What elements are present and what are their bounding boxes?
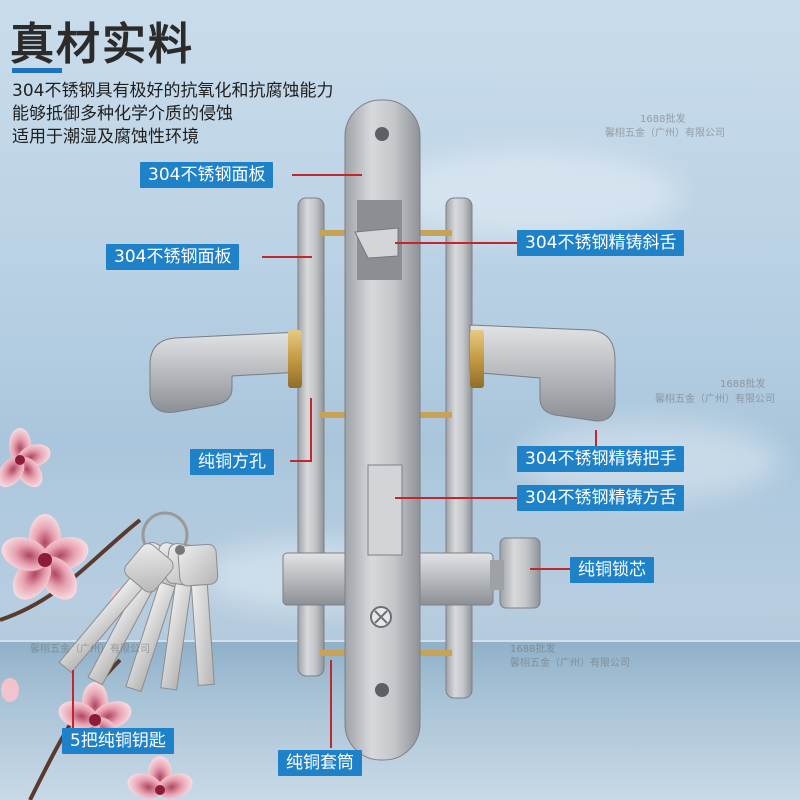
title-accent-bar: [12, 68, 62, 73]
intro-line: 适用于潮湿及腐蚀性环境: [12, 127, 199, 147]
watermark: 1688批发: [720, 379, 766, 390]
intro-line: 能够抵御多种化学介质的侵蚀: [12, 104, 233, 124]
keys-group: [58, 511, 219, 693]
intro-line: 304不锈钢具有极好的抗氧化和抗腐蚀能力: [12, 81, 334, 101]
blossom-branch: [0, 428, 193, 800]
leader-line: [595, 430, 597, 448]
cloud: [380, 150, 680, 240]
leader-line: [290, 460, 310, 462]
callout-panel-top: 304不锈钢面板: [140, 162, 274, 188]
watermark: 1688批发: [510, 644, 556, 655]
watermark: 馨栩五金（广州）有限公司: [30, 644, 150, 655]
leader-line: [310, 398, 312, 462]
callout-sleeve: 纯铜套筒: [278, 750, 362, 776]
callout-handle: 304不锈钢精铸把手: [517, 446, 685, 472]
callout-keys: 5把纯铜钥匙: [62, 728, 174, 754]
watermark: 1688批发: [640, 114, 686, 125]
page-title: 真材实料: [10, 19, 194, 70]
watermark: 馨栩五金（广州）有限公司: [605, 128, 725, 139]
watermark: 馨栩五金（广州）有限公司: [510, 658, 630, 669]
leader-line: [330, 660, 332, 748]
callout-panel-left: 304不锈钢面板: [106, 244, 240, 270]
leader-line: [530, 568, 570, 570]
mortise-lock: [149, 99, 616, 761]
callout-cylinder: 纯铜锁芯: [570, 557, 654, 583]
leader-line: [72, 670, 74, 728]
leader-line: [395, 497, 517, 499]
callout-dead-bolt: 304不锈钢精铸方舌: [517, 485, 685, 511]
intro-text: 304不锈钢具有极好的抗氧化和抗腐蚀能力 能够抵御多种化学介质的侵蚀 适用于潮湿…: [12, 80, 333, 149]
leader-line: [262, 256, 312, 258]
leader-line: [395, 242, 517, 244]
leader-line: [292, 174, 362, 176]
callout-square-hole: 纯铜方孔: [190, 449, 274, 475]
watermark: 馨栩五金（广州）有限公司: [655, 394, 775, 405]
callout-latch-bolt: 304不锈钢精铸斜舌: [517, 230, 685, 256]
